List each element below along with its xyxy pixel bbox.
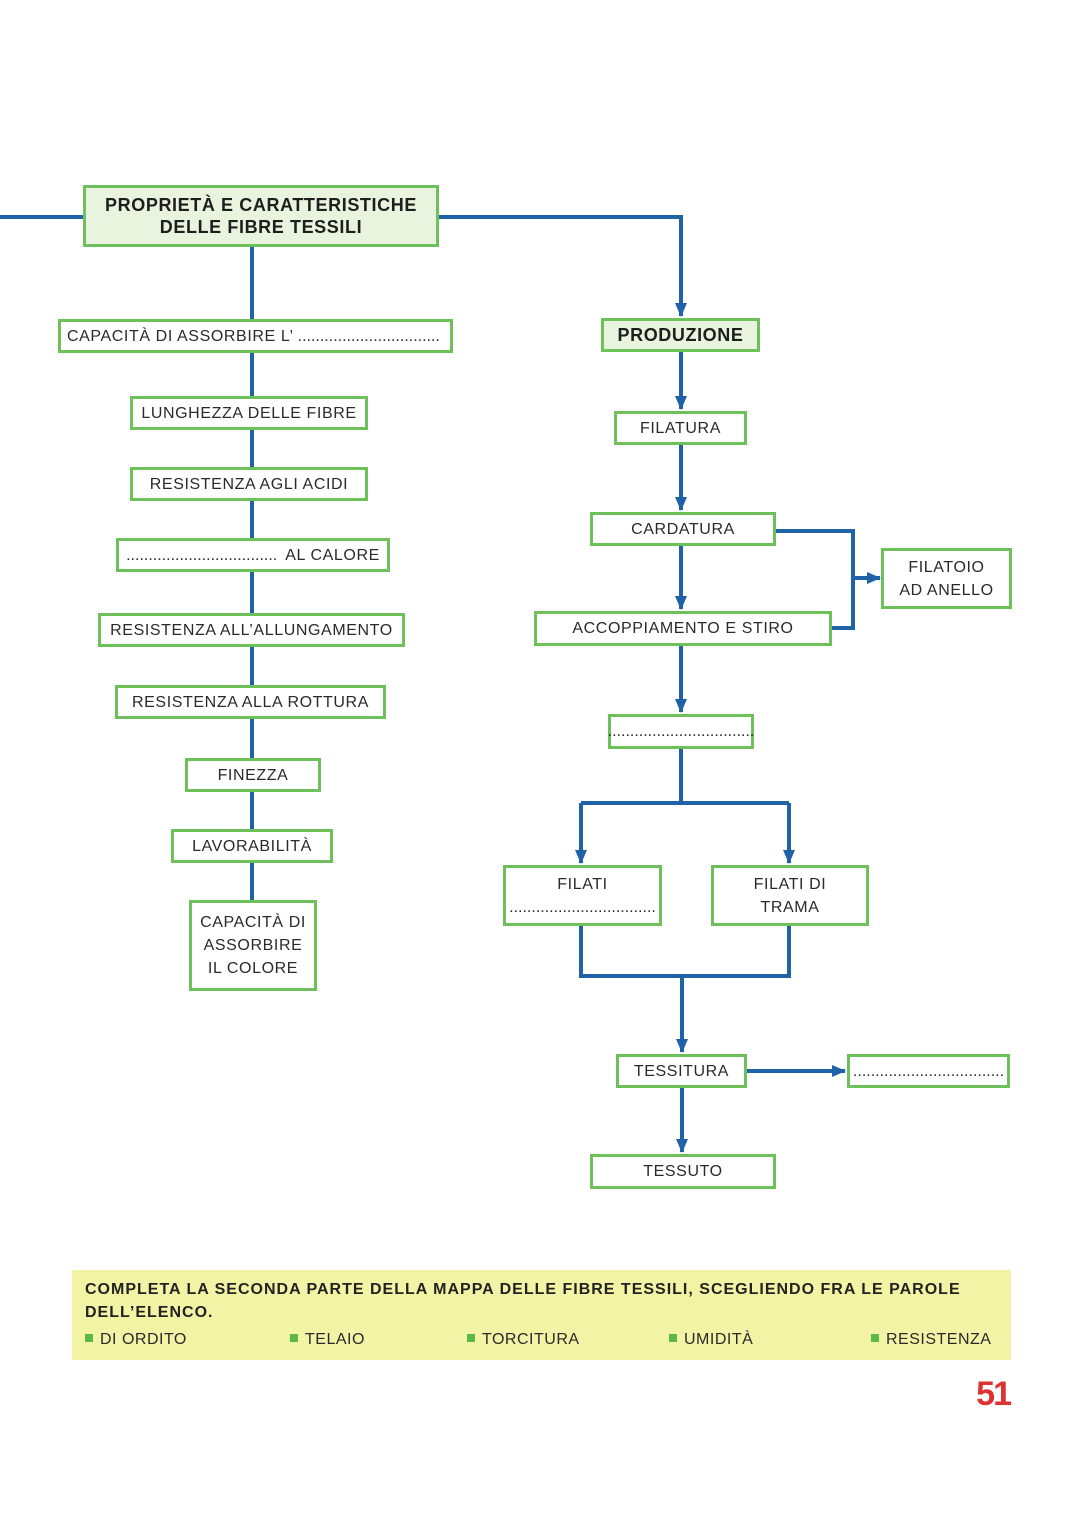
step-weaving-blank-field[interactable]: .................................. [852, 1062, 1005, 1080]
connector-join [579, 925, 791, 978]
property-stretch-resistance-label: RESISTENZA ALL’ALLUNGAMENTO [110, 621, 393, 639]
diagram-title-line2: DELLE FIBRE TESSILI [159, 217, 363, 237]
bullet-icon [467, 1334, 475, 1342]
step-carding-label: CARDATURA [631, 520, 735, 538]
exercise-panel: COMPLETA LA SECONDA PARTE DELLA MAPPA DE… [72, 1270, 1011, 1360]
word-option-label: UMIDITÀ [684, 1331, 754, 1348]
word-option[interactable]: DI ORDITO [85, 1331, 187, 1349]
property-acid-resistance: RESISTENZA AGLI ACIDI [130, 467, 368, 501]
step-weaving-label: TESSITURA [633, 1062, 730, 1080]
property-dye-absorption-line2: ASSORBIRE [203, 937, 303, 954]
step-weaving-blank: .................................. [847, 1054, 1010, 1088]
step-warp-yarns: FILATI ................................. [503, 865, 662, 926]
step-weaving: TESSITURA [616, 1054, 747, 1088]
step-spinning-label: FILATURA [640, 419, 721, 437]
production-header-box: PRODUZIONE [601, 318, 760, 352]
property-heat-resistance: .................................. AL CA… [116, 538, 390, 572]
step-weft-yarns-line1: FILATI DI [753, 875, 827, 893]
property-fineness: FINEZZA [185, 758, 321, 792]
property-workability-label: LAVORABILITÀ [192, 837, 312, 855]
property-stretch-resistance: RESISTENZA ALL’ALLUNGAMENTO [98, 613, 405, 647]
step-weft-yarns-line2: TRAMA [760, 898, 820, 916]
step-blank-field[interactable]: ................................. [607, 723, 755, 740]
bullet-icon [871, 1334, 879, 1342]
word-option-label: TELAIO [305, 1331, 365, 1348]
step-carding: CARDATURA [590, 512, 776, 546]
exercise-instruction-line1: COMPLETA LA SECONDA PARTE DELLA MAPPA DE… [85, 1281, 961, 1298]
property-absorb-water: CAPACITÀ DI ASSORBIRE L’ ...............… [58, 319, 453, 353]
word-option[interactable]: UMIDITÀ [669, 1331, 753, 1349]
step-coupling-label: ACCOPPIAMENTO E STIRO [572, 620, 794, 637]
property-dye-absorption-line3: IL COLORE [207, 960, 299, 977]
property-heat-resistance-blank[interactable]: .................................. [126, 546, 278, 564]
step-ring-spinner: FILATOIO AD ANELLO [881, 548, 1012, 609]
step-weft-yarns: FILATI DI TRAMA [711, 865, 869, 926]
step-coupling: ACCOPPIAMENTO E STIRO [534, 611, 832, 646]
page-number: 51 [976, 1375, 1012, 1413]
property-absorb-water-blank[interactable]: ................................ [297, 327, 440, 345]
word-options: DI ORDITO TELAIO TORCITURA UMIDITÀ RESIS… [85, 1331, 998, 1351]
property-workability: LAVORABILITÀ [171, 829, 333, 863]
connector-to-production [437, 215, 687, 317]
property-heat-resistance-text: AL CALORE [285, 546, 380, 564]
word-option-label: DI ORDITO [100, 1331, 187, 1348]
word-option[interactable]: TELAIO [290, 1331, 365, 1349]
property-absorb-water-text: CAPACITÀ DI ASSORBIRE L’ [67, 327, 294, 345]
word-option-label: RESISTENZA [886, 1331, 992, 1348]
diagram-title-line1: PROPRIETÀ E CARATTERISTICHE [105, 195, 417, 215]
step-warp-yarns-blank[interactable]: ................................. [509, 898, 656, 916]
bullet-icon [669, 1334, 677, 1342]
step-ring-spinner-line1: FILATOIO [908, 558, 985, 576]
property-dye-absorption: CAPACITÀ DI ASSORBIRE IL COLORE [189, 900, 317, 991]
property-break-resistance-label: RESISTENZA ALLA ROTTURA [132, 693, 369, 711]
property-fiber-length: LUNGHEZZA DELLE FIBRE [130, 396, 368, 430]
word-option[interactable]: RESISTENZA [871, 1331, 991, 1349]
step-warp-yarns-line1: FILATI [557, 875, 608, 893]
property-fiber-length-label: LUNGHEZZA DELLE FIBRE [141, 404, 357, 422]
bullet-icon [85, 1334, 93, 1342]
step-ring-spinner-line2: AD ANELLO [899, 581, 994, 599]
property-dye-absorption-line1: CAPACITÀ DI [200, 914, 306, 931]
step-spinning: FILATURA [614, 411, 747, 445]
word-option-label: TORCITURA [482, 1331, 580, 1348]
property-acid-resistance-label: RESISTENZA AGLI ACIDI [149, 475, 349, 493]
step-blank: ................................. [608, 714, 754, 749]
exercise-instruction-line2: DELL’ELENCO. [85, 1304, 214, 1321]
production-header-label: PRODUZIONE [617, 325, 744, 345]
diagram-title-box: PROPRIETÀ E CARATTERISTICHE DELLE FIBRE … [83, 185, 439, 247]
property-fineness-label: FINEZZA [217, 766, 289, 784]
word-option[interactable]: TORCITURA [467, 1331, 580, 1349]
step-fabric: TESSUTO [590, 1154, 776, 1189]
bullet-icon [290, 1334, 298, 1342]
step-fabric-label: TESSUTO [643, 1163, 723, 1180]
property-break-resistance: RESISTENZA ALLA ROTTURA [115, 685, 386, 719]
